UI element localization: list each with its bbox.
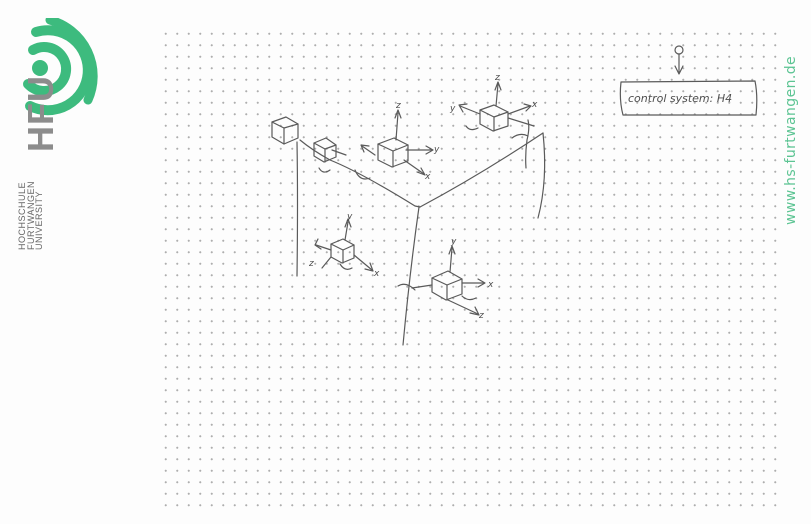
pin-icon — [675, 46, 683, 74]
rotation-arrow-icon — [319, 168, 330, 172]
axis-label: z — [395, 101, 401, 111]
axis-label: y — [449, 104, 456, 114]
axis-label: z — [308, 259, 314, 269]
frame-structure — [297, 120, 545, 345]
axis-triad-icon — [398, 246, 485, 315]
axis-label: x — [487, 280, 494, 290]
axis-label: x — [531, 100, 538, 110]
cube-icon — [272, 117, 298, 144]
axis-triad-icon — [355, 110, 433, 179]
axis-triad-icon — [459, 82, 534, 138]
axis-label: z — [494, 73, 500, 83]
axis-label: y — [450, 237, 457, 247]
axis-label: y — [433, 145, 440, 155]
control-system-note: control system: H4 — [628, 92, 732, 105]
axis-label: x — [373, 269, 380, 279]
axis-label: x — [424, 172, 431, 182]
axis-label: z — [478, 311, 484, 321]
axis-label: y — [346, 212, 353, 222]
axis-triad-icon — [315, 219, 373, 271]
